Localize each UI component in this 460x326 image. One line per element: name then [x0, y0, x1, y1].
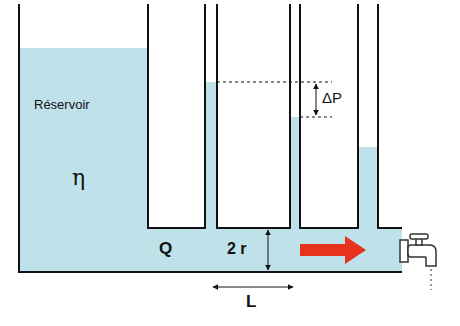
dimension-arrow — [213, 287, 293, 288]
standpipe-liquid — [290, 117, 300, 229]
length-label: L — [245, 293, 257, 312]
wall-block — [217, 4, 290, 228]
reservoir-liquid — [19, 48, 149, 272]
faucet-handle — [410, 234, 428, 239]
faucet-spout — [426, 245, 436, 266]
reservoir: Réservoir η — [20, 48, 147, 227]
pipe-liquid — [148, 228, 402, 272]
dimension-arrow — [316, 84, 317, 115]
level-line — [217, 82, 332, 83]
flow-rate-label: Q — [158, 240, 173, 259]
wall-block — [148, 4, 205, 228]
level-line — [300, 117, 332, 118]
viscosity-symbol: η — [72, 166, 85, 190]
diameter-label: 2 r — [226, 240, 248, 258]
reservoir-label: Réservoir — [34, 98, 90, 112]
faucet-flange — [400, 240, 408, 262]
water-drops — [431, 269, 432, 290]
dimension-arrow — [268, 230, 269, 270]
wall-block — [300, 4, 358, 228]
standpipe-liquid — [358, 147, 378, 229]
faucet — [400, 234, 436, 266]
flow-arrow — [300, 236, 366, 264]
pipe-wall — [378, 4, 402, 228]
pressure-drop-label: ΔP — [321, 90, 343, 107]
water-drops — [431, 269, 432, 290]
container-wall — [19, 4, 402, 272]
standpipe-liquid — [205, 82, 217, 229]
